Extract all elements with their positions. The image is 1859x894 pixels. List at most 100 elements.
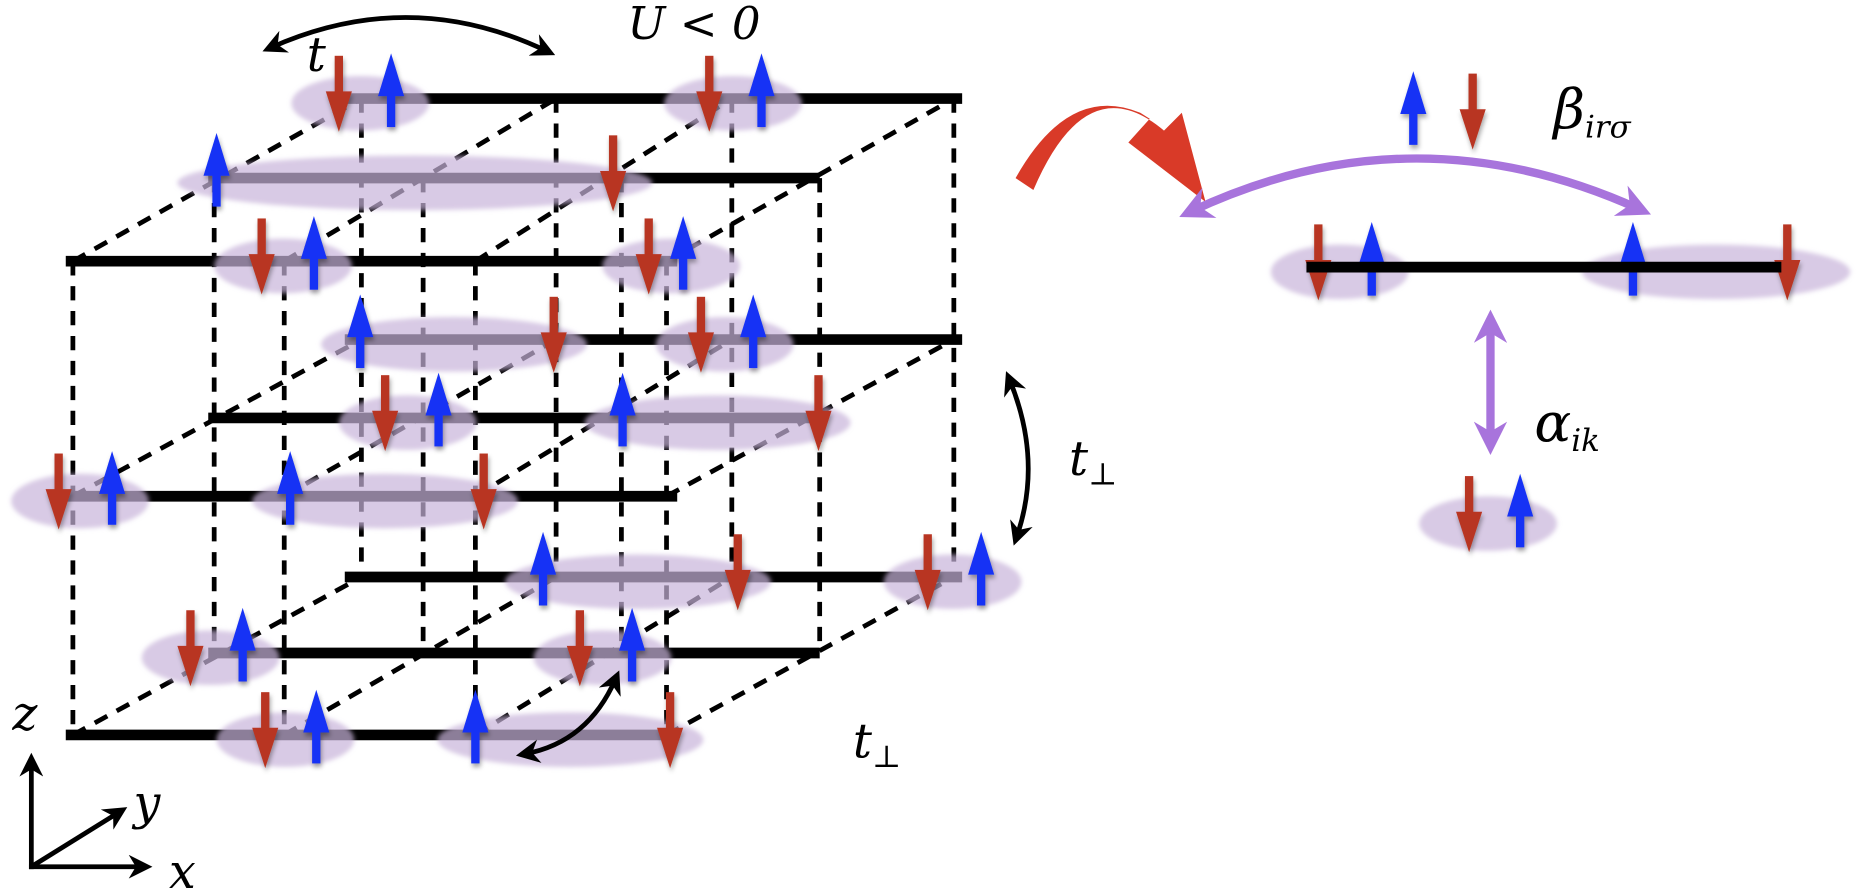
arrow-head: [462, 689, 489, 733]
perp-hopping-label-bottom: t⊥: [853, 714, 901, 774]
arrow-shaft: [705, 55, 714, 94]
arrow-shaft: [749, 330, 758, 369]
spin-down-arrow-icon: [372, 375, 399, 452]
spin-down-arrow-icon: [696, 55, 723, 132]
arrow-head: [277, 451, 304, 494]
spin-down-arrow-icon: [45, 453, 72, 530]
spin-up-arrow-icon: [609, 372, 636, 447]
pair-cloud: [321, 316, 587, 372]
arrow-shaft: [380, 375, 390, 414]
arrow-head: [45, 489, 72, 530]
effective-model-panel: βirσ αik: [1179, 77, 1782, 459]
spin-down-arrow-icon: [540, 296, 567, 373]
arrow-shaft: [238, 643, 247, 682]
arrow-shaft: [334, 55, 343, 94]
diagonal-dashed-line: [665, 96, 956, 264]
arrow-head: [635, 254, 662, 295]
arrow-shaft: [923, 534, 932, 573]
arrow-shaft: [1628, 257, 1638, 296]
arrow-shaft: [678, 251, 688, 290]
arrow-shaft: [471, 725, 480, 764]
arrow-head: [203, 132, 230, 176]
arrow-shaft: [309, 251, 319, 290]
beta-label: βirσ: [1551, 77, 1631, 145]
arrow-head: [1400, 71, 1427, 114]
arrow-head: [968, 531, 995, 575]
arrow-head: [1358, 222, 1385, 265]
pair-cloud: [11, 473, 149, 529]
arrow-shaft: [286, 486, 295, 525]
spin-up-arrow-icon: [748, 53, 775, 128]
spin-up-arrow-icon: [203, 132, 230, 207]
spin-up-arrow-icon: [99, 451, 126, 525]
arrow-head: [99, 451, 126, 494]
pair-cloud: [216, 712, 355, 767]
arrow-shaft: [356, 330, 365, 369]
pair-cloud: [252, 473, 519, 529]
spin-up-arrow-icon: [347, 294, 374, 369]
arrow-head: [696, 91, 723, 132]
arrow-head: [748, 53, 775, 97]
arrow-shaft: [434, 408, 443, 447]
arrow-shaft: [665, 692, 675, 731]
arrow-shaft: [575, 610, 585, 649]
arrow-shaft: [107, 486, 117, 525]
spin-down-arrow-icon: [635, 218, 662, 295]
arrow-head: [740, 294, 767, 338]
arrow-head: [566, 645, 593, 687]
spin-down-arrow-icon: [1459, 73, 1486, 150]
arrow-head: [252, 727, 279, 769]
arrow-shaft: [618, 408, 627, 447]
arrow-head: [670, 216, 697, 259]
spin-up-arrow-icon: [670, 216, 697, 290]
arrow-shaft: [479, 453, 488, 492]
arrow-head: [1619, 222, 1647, 265]
arrow-head: [609, 372, 636, 416]
transform-arrow-icon: [1015, 105, 1206, 202]
spin-up-arrow-icon: [1358, 222, 1385, 296]
spin-down-arrow-icon: [177, 610, 204, 687]
spin-down-arrow-icon: [600, 135, 627, 212]
arrow-head: [914, 569, 941, 611]
axis-z-label: z: [11, 687, 38, 742]
arrow-head: [540, 332, 567, 373]
arrow-head: [1459, 109, 1486, 150]
arrow-head: [1507, 473, 1534, 517]
spin-down-arrow-icon: [1456, 476, 1483, 553]
pair-cloud: [177, 155, 653, 211]
perp-hopping-label-right: t⊥: [1069, 432, 1117, 492]
arrow-shaft: [54, 453, 63, 492]
arrow-head: [724, 569, 751, 611]
arrow-shaft: [538, 567, 548, 606]
pair-cloud: [602, 238, 741, 294]
pair-cloud: [1419, 496, 1557, 551]
arrow-shaft: [386, 89, 396, 128]
arrow-shaft: [608, 135, 618, 174]
arrow-shaft: [549, 296, 558, 335]
diagonal-dashed-line: [71, 574, 363, 737]
arrow-head: [687, 332, 715, 373]
spin-down-arrow-icon: [566, 610, 593, 687]
arrow-shaft: [312, 725, 321, 764]
arrow-head: [378, 53, 405, 97]
spin-down-arrow-icon: [914, 534, 941, 611]
spin-down-arrow-icon: [657, 692, 684, 769]
arrow-head: [529, 531, 557, 575]
pair-cloud: [338, 395, 477, 450]
arrow-shaft: [733, 534, 742, 573]
spin-down-arrow-icon: [248, 218, 275, 295]
arrow-shaft: [1409, 106, 1418, 145]
arrow-head: [470, 489, 497, 530]
hopping-t-label: t: [307, 28, 327, 83]
spin-up-arrow-icon: [300, 216, 327, 290]
pair-cloud: [883, 554, 1022, 610]
hopping-t-arrow: [262, 15, 556, 56]
arrow-head: [300, 216, 327, 259]
arrow-head: [600, 170, 627, 212]
spin-up-arrow-icon: [1400, 71, 1427, 145]
beta-coupling-arrow: [1179, 154, 1651, 218]
y-axis: [30, 807, 128, 869]
perp-hopping-arrow-bottom: [515, 670, 621, 763]
pair-cloud: [664, 75, 802, 131]
